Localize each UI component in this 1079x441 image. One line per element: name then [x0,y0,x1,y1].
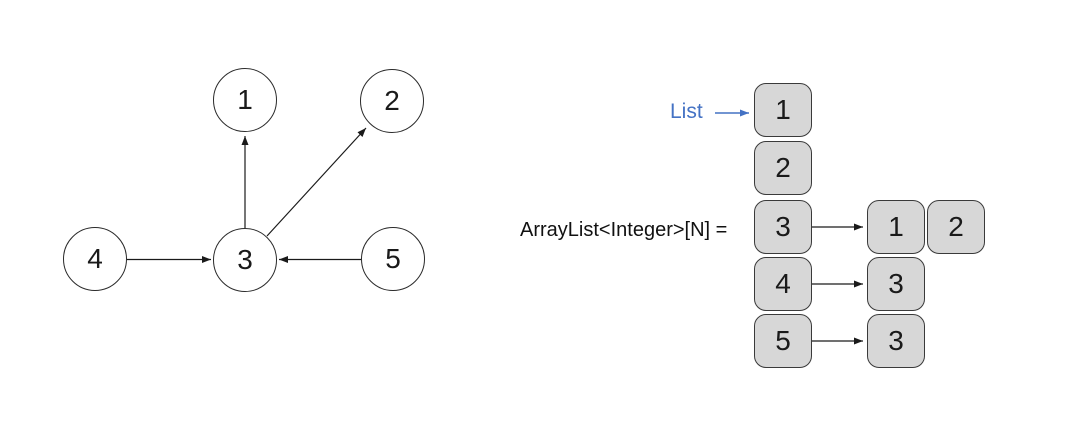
graph-node-3: 3 [213,228,277,292]
neighbor-box-3-1: 2 [927,200,985,254]
index-box-5: 5 [754,314,812,368]
edge-arrow-3-to-2 [266,127,367,237]
neighbor-box-4-0: 3 [867,257,925,311]
index-box-3: 3 [754,200,812,254]
neighbor-box-5-0: 3 [867,314,925,368]
neighbor-box-3-0: 1 [867,200,925,254]
graph-node-2: 2 [360,69,424,133]
index-box-2: 2 [754,141,812,195]
arraylist-expression: ArrayList<Integer>[N] = [520,218,728,241]
graph-node-5: 5 [361,227,425,291]
index-box-4: 4 [754,257,812,311]
index-box-1: 1 [754,83,812,137]
graph-node-1: 1 [213,68,277,132]
list-pointer-label: List [670,100,703,123]
graph-node-4: 4 [63,227,127,291]
